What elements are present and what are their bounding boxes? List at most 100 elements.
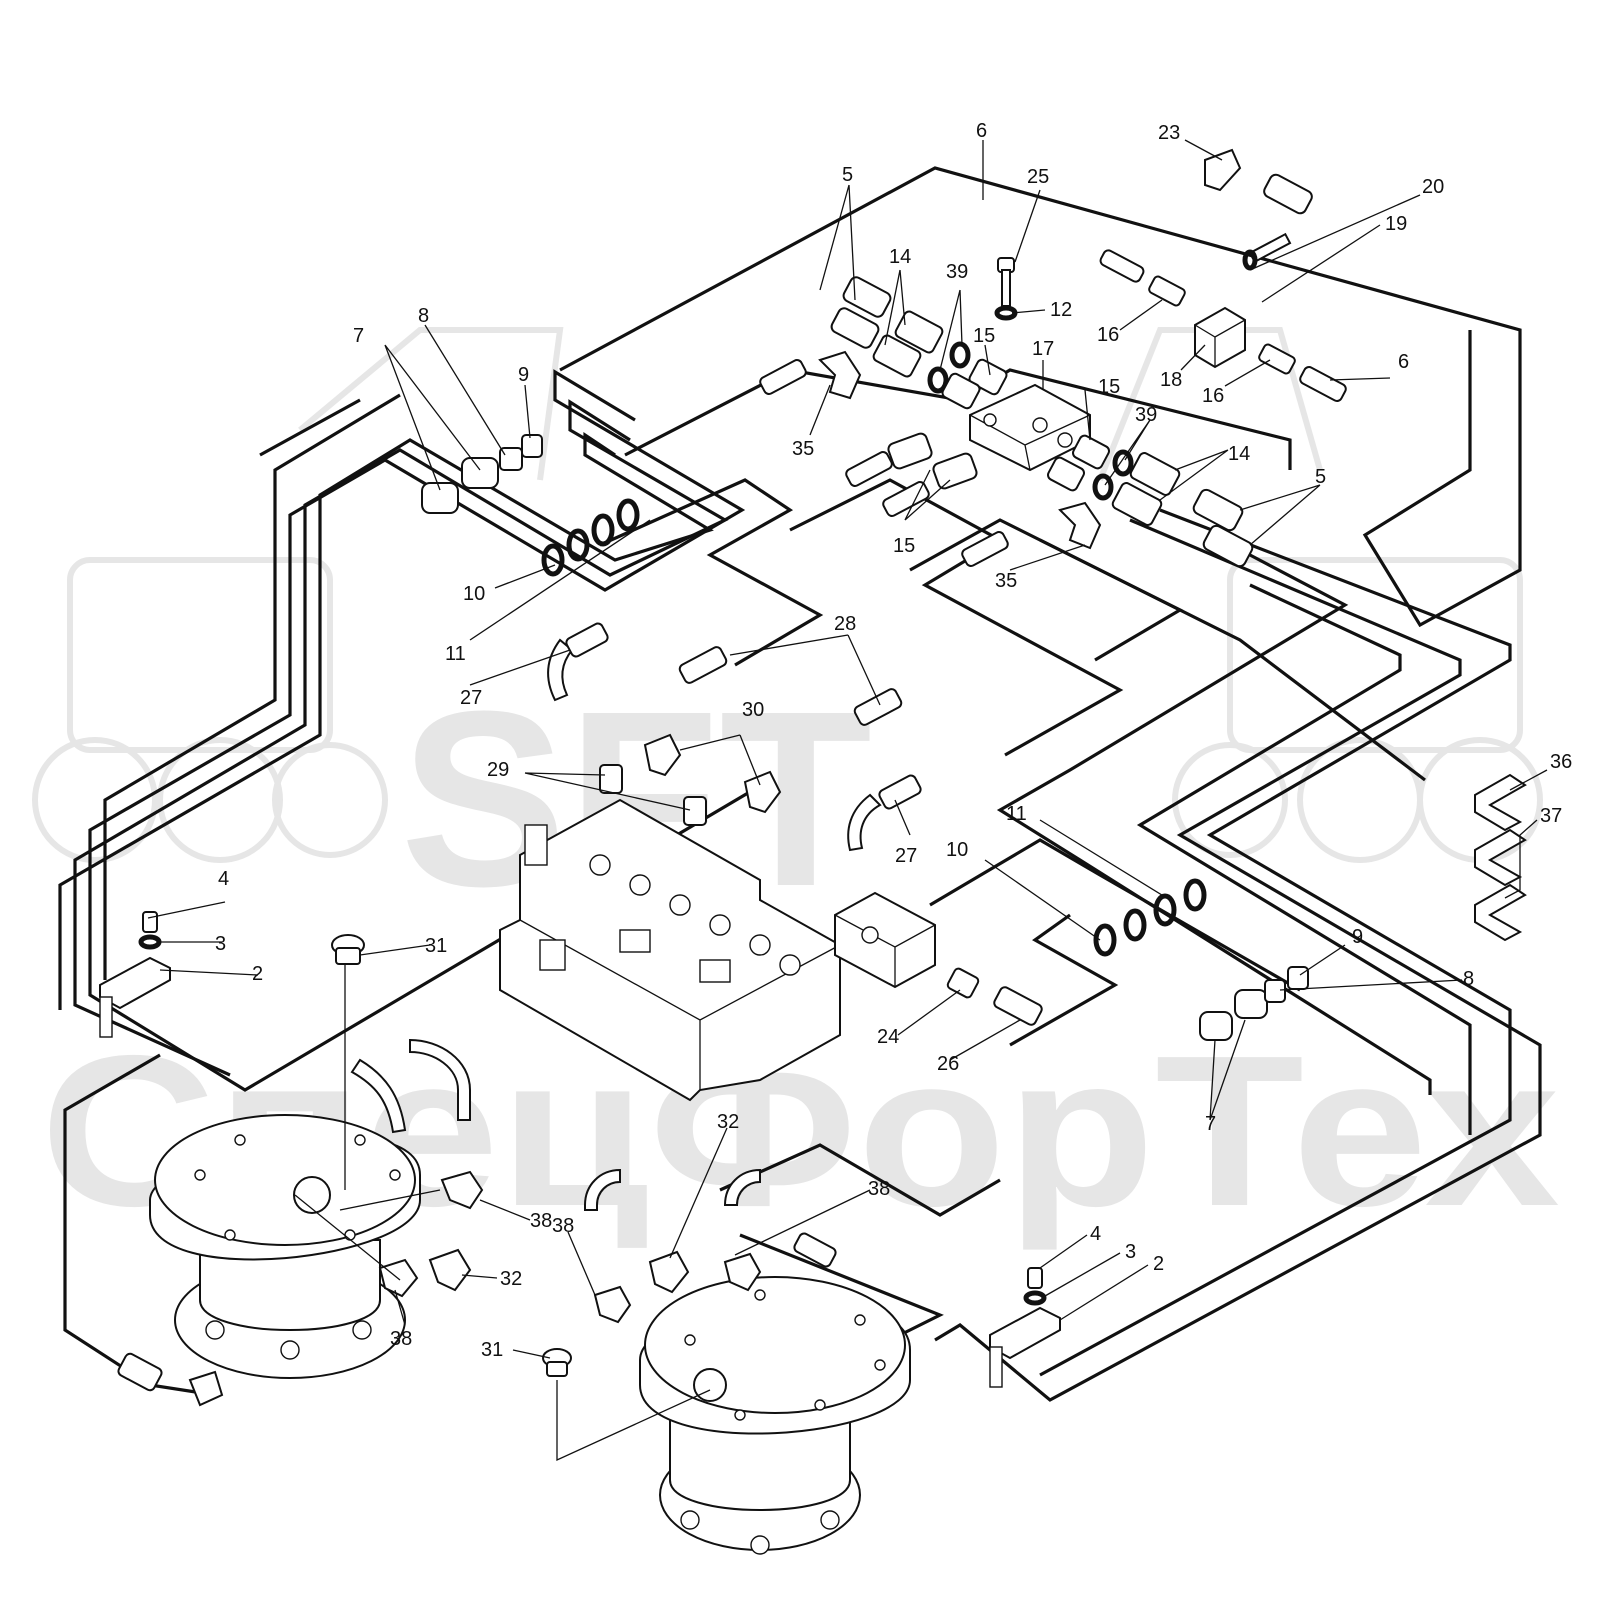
callout-11-left: 11 xyxy=(445,643,466,665)
elbow-32-left xyxy=(428,1248,472,1292)
callout-24: 24 xyxy=(877,1026,899,1048)
fitting-15-upper xyxy=(941,358,1008,410)
callout-38-left-mid: 38 xyxy=(552,1215,574,1237)
bolt-4-right xyxy=(1027,1267,1043,1289)
fittings xyxy=(99,148,1527,1555)
callout-14-right: 14 xyxy=(1228,443,1250,465)
callout-4-left: 4 xyxy=(218,868,229,890)
hose-end-upper-left xyxy=(1099,249,1145,283)
pipe-right-run-d xyxy=(1136,583,1472,1135)
pipe-6-upper-loop xyxy=(559,166,1522,628)
pipe-right-run-f xyxy=(929,838,1301,992)
fitting-7-left xyxy=(421,457,499,514)
callout-8-left: 8 xyxy=(418,305,429,327)
pipe-left-drain xyxy=(63,1053,216,1397)
main-control-valve xyxy=(499,798,841,1102)
callout-18: 18 xyxy=(1160,369,1182,391)
fitting-5-upper-a xyxy=(830,276,892,349)
callout-38-left-upper: 38 xyxy=(530,1210,552,1232)
callout-9-left: 9 xyxy=(518,364,529,386)
elbow-38-left-a xyxy=(440,1170,484,1210)
hose-28-upper xyxy=(678,646,728,684)
washer-3-right xyxy=(1023,1290,1047,1306)
callout-36: 36 xyxy=(1550,751,1572,773)
callout-12: 12 xyxy=(1050,299,1072,321)
callout-15-lower: 15 xyxy=(893,535,915,557)
pipe-left-run-c xyxy=(58,432,714,1010)
elbow-30-left xyxy=(643,733,682,777)
callout-15-mid: 15 xyxy=(1098,376,1120,398)
fitting-15-middle xyxy=(887,432,978,490)
travel-motor-left xyxy=(149,1114,421,1379)
callout-3-left: 3 xyxy=(215,933,226,955)
hose-end-26 xyxy=(993,986,1043,1026)
callout-8-right: 8 xyxy=(1463,968,1474,990)
callout-5-right: 5 xyxy=(1315,466,1326,488)
elbow-38-lower xyxy=(593,1285,632,1324)
callout-2-left: 2 xyxy=(252,963,263,985)
hose-28-lower xyxy=(853,688,903,726)
hose-27-right-end xyxy=(878,774,922,810)
hose-end-35-lower xyxy=(961,531,1009,567)
hose-motor-lower-a xyxy=(584,1168,621,1211)
callout-5-upper: 5 xyxy=(842,164,853,186)
callout-2-right: 2 xyxy=(1153,1253,1164,1275)
fitting-16-upper xyxy=(1148,275,1186,307)
callout-39-right: 39 xyxy=(1135,404,1157,426)
callout-16-upper: 16 xyxy=(1097,324,1119,346)
manifold-block-17 xyxy=(969,383,1091,472)
plug-31-lower xyxy=(542,1348,572,1377)
fitting-7-right xyxy=(1199,989,1268,1041)
elbow-32-lower xyxy=(648,1250,690,1294)
fitting-9-left xyxy=(521,434,543,458)
callout-19: 19 xyxy=(1385,213,1407,235)
pipe-lower-motor-run xyxy=(719,1143,1001,1217)
pipe-center-to-valve-b xyxy=(789,478,1124,757)
pipe-center-to-valve-a xyxy=(599,478,824,667)
callout-16-lower: 16 xyxy=(1202,385,1224,407)
hose-end-lower-right xyxy=(793,1232,837,1268)
elbow-23 xyxy=(1204,148,1242,192)
callout-29: 29 xyxy=(487,759,509,781)
bolt-25 xyxy=(997,257,1015,307)
callout-11-right: 11 xyxy=(1006,803,1027,825)
fitting-24 xyxy=(946,967,980,999)
callout-7-right: 7 xyxy=(1205,1113,1216,1135)
watermark: SFT СпецФорТех xyxy=(32,327,1560,1251)
fitting-16-lower xyxy=(1258,343,1296,375)
fitting-29-right xyxy=(683,796,707,826)
pipe-right-run-c xyxy=(1039,508,1512,1377)
hose-end-left-drain xyxy=(117,1352,163,1392)
callout-28: 28 xyxy=(834,613,856,635)
callout-4-right: 4 xyxy=(1090,1223,1101,1245)
fitting-8-left xyxy=(499,447,523,471)
callout-7-left: 7 xyxy=(353,325,364,347)
callout-9-right: 9 xyxy=(1352,926,1363,948)
fitting-29-left xyxy=(599,764,623,794)
elbow-30-right xyxy=(743,770,782,814)
elbow-left-drain xyxy=(188,1370,224,1407)
hose-end-6-right xyxy=(1299,366,1347,402)
block-18 xyxy=(1194,306,1246,369)
fitting-15-right xyxy=(1047,434,1110,492)
callout-32-left: 32 xyxy=(500,1268,522,1290)
plug-31-upper xyxy=(331,934,365,965)
block-24 xyxy=(834,891,936,989)
washer-19 xyxy=(1242,249,1258,271)
hose-27-right xyxy=(847,793,882,852)
hose-motor-left-b xyxy=(350,1058,407,1134)
o-ring-10-left xyxy=(541,498,640,577)
fitting-14-right xyxy=(1111,452,1181,526)
callout-37: 37 xyxy=(1540,805,1562,827)
hose-end-middle-b xyxy=(882,481,930,517)
bracket-2-right xyxy=(989,1306,1061,1388)
hose-motor-lower-b xyxy=(723,1168,761,1206)
callout-15-upper: 15 xyxy=(973,325,995,347)
callout-6-right: 6 xyxy=(1398,351,1409,373)
callout-38-left-lower: 38 xyxy=(390,1328,412,1350)
washer-3-left xyxy=(138,934,162,950)
callout-20: 20 xyxy=(1422,176,1444,198)
callout-6-top: 6 xyxy=(976,120,987,142)
clips-37 xyxy=(1474,828,1527,942)
